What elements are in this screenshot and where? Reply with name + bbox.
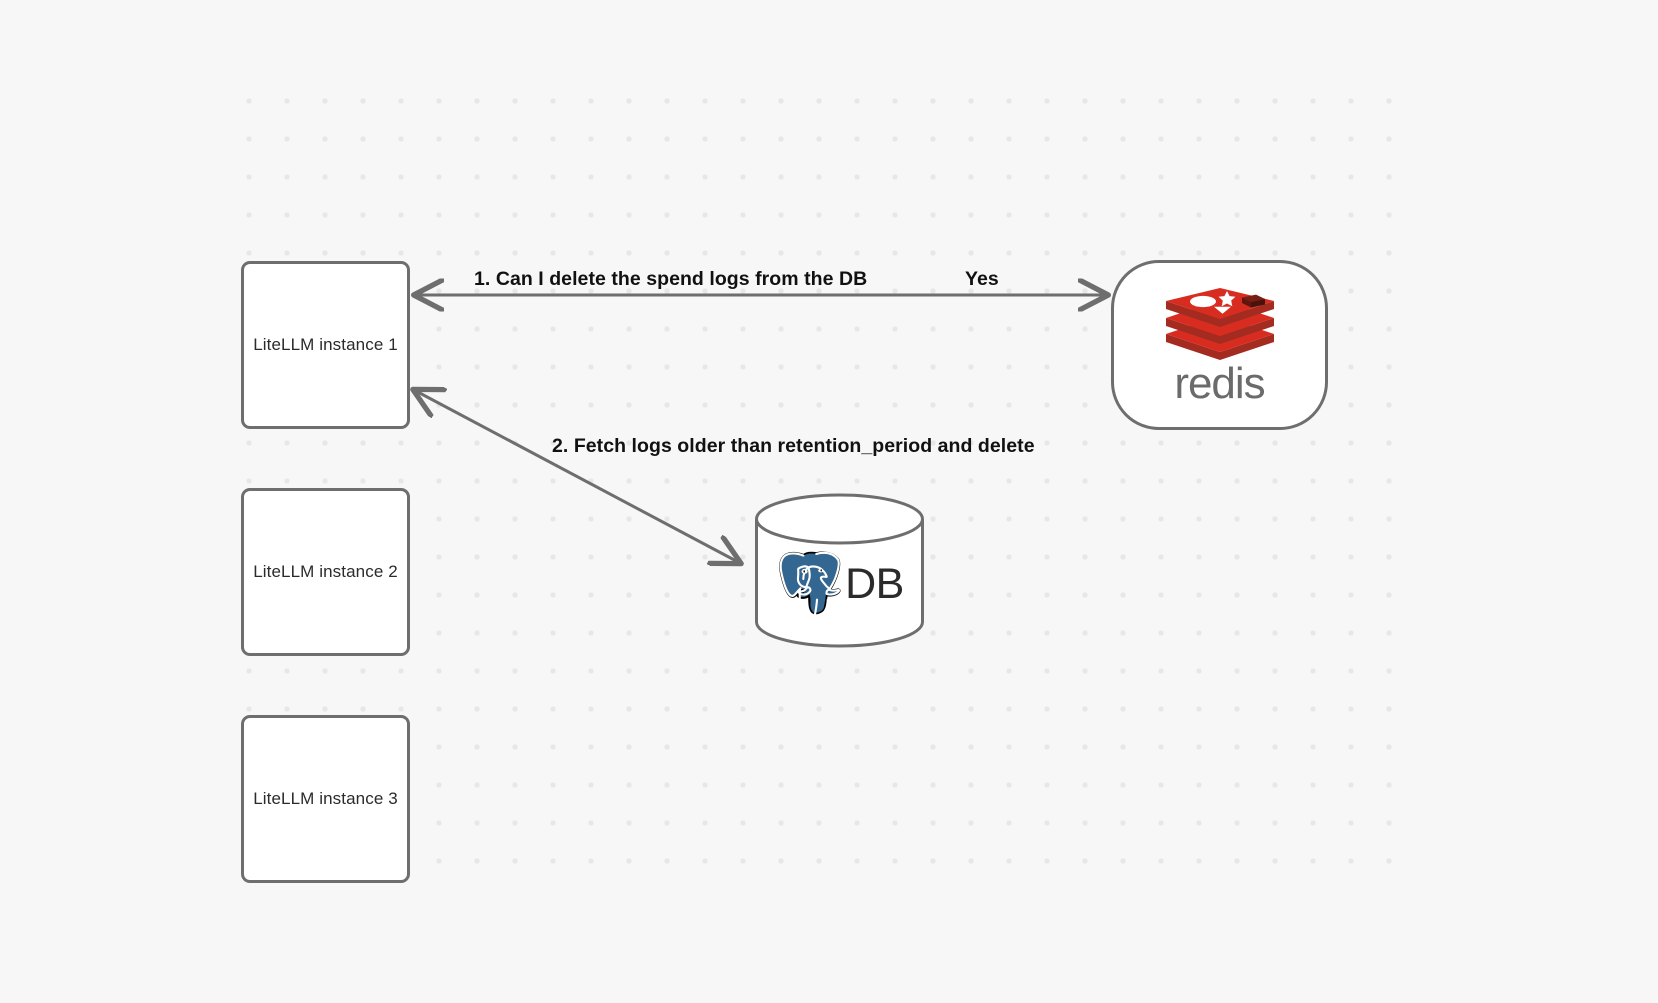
edge-label-step-2: 2. Fetch logs older than retention_perio… [552,435,1035,457]
redis-logo-icon: redis [1164,287,1276,408]
cylinder-shape [755,493,924,648]
node-redis[interactable]: redis [1111,260,1328,430]
node-litellm-instance-3-label: LiteLLM instance 3 [253,789,398,808]
redis-wordmark-label: redis [1174,358,1265,408]
edge-label-step-1: 1. Can I delete the spend logs from the … [474,268,868,290]
edge-litellm1-db [414,390,740,563]
node-litellm-instance-3[interactable]: LiteLLM instance 3 [241,715,410,883]
node-litellm-instance-2[interactable]: LiteLLM instance 2 [241,488,410,656]
node-litellm-instance-1[interactable]: LiteLLM instance 1 [241,261,410,429]
node-litellm-instance-1-label: LiteLLM instance 1 [253,335,398,354]
edge-label-step-1-reply: Yes [965,268,999,290]
node-litellm-instance-2-label: LiteLLM instance 2 [253,562,398,581]
db-label: DB [845,560,904,608]
postgresql-elephant-icon [779,550,841,620]
node-database-cylinder[interactable]: DB [754,493,925,648]
